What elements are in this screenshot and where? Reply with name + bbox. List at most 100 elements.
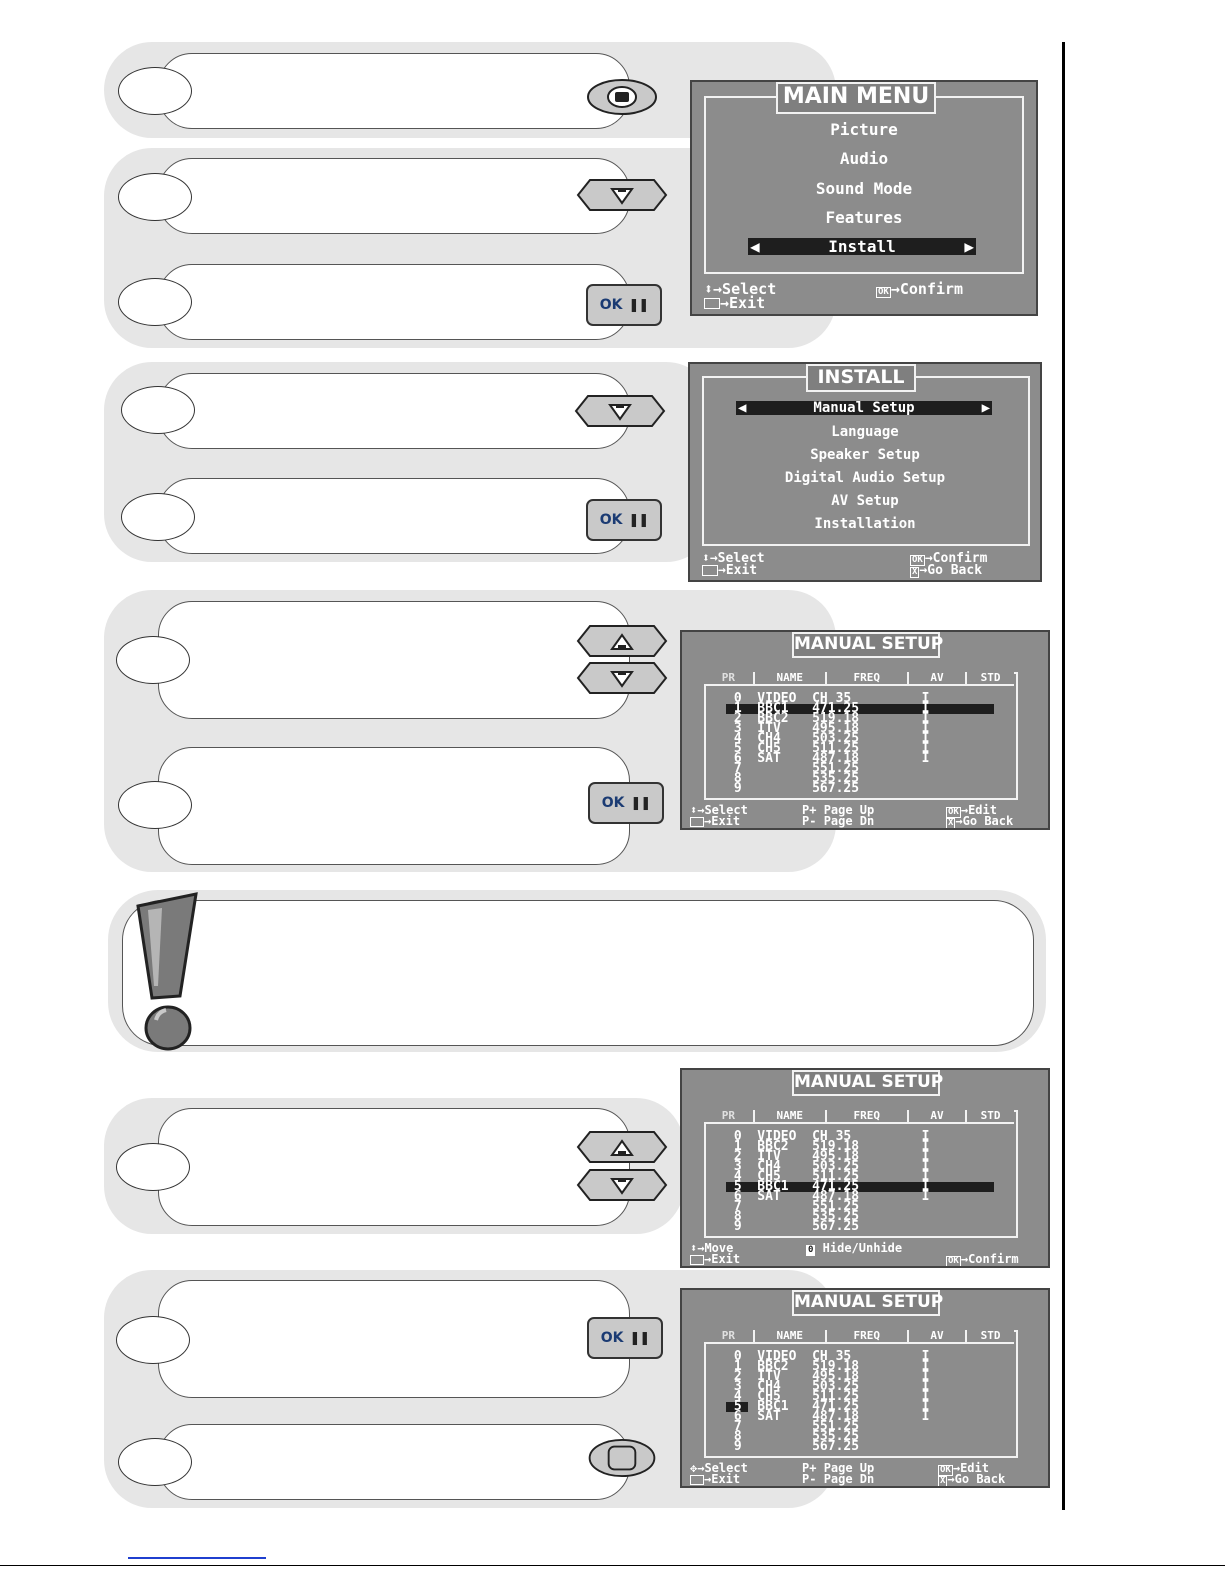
updown-icon: ⬍ — [690, 1241, 698, 1255]
col-av: AV — [909, 1110, 968, 1122]
table-row[interactable]: 9 567.25 — [726, 781, 860, 796]
table-row[interactable]: 0 VIDEO CH 35 I — [726, 691, 930, 706]
pr-highlight — [726, 1402, 748, 1412]
ok-key-icon: OK — [946, 1256, 961, 1266]
exit-key-icon — [690, 1474, 704, 1485]
step-number-8 — [116, 1143, 190, 1191]
ok-button[interactable]: OK❚❚ — [586, 499, 662, 541]
col-std: STD — [980, 1109, 1001, 1122]
table-row[interactable]: 3 CH4 503.25 I — [726, 1159, 930, 1174]
table-row[interactable]: 8 535.25 — [726, 1429, 860, 1444]
menu-item-features[interactable]: Features — [825, 208, 903, 227]
step-number-5 — [121, 493, 195, 541]
table-row[interactable]: 7 551.25 — [726, 761, 860, 776]
down-button-icon[interactable] — [576, 178, 668, 212]
ms1-footer-edit: OK→Edit — [946, 803, 997, 818]
ok-button[interactable]: OK❚❚ — [587, 1317, 663, 1359]
manual-setup-screen-2: MANUAL SETUP PR NAME FREQ AV STD 0 VIDEO… — [680, 1068, 1050, 1268]
col-freq: FREQ — [827, 1330, 909, 1342]
table-row[interactable]: 6 SAT 487.18 I — [726, 1409, 930, 1424]
table-row[interactable]: 7 551.25 — [726, 1199, 860, 1214]
ms3-footer-page-up: P+ Page Up — [802, 1461, 875, 1475]
up-button-icon[interactable] — [576, 1130, 668, 1164]
ok-button[interactable]: OK❚❚ — [586, 284, 662, 326]
table-row[interactable]: 4 CH4 503.25 I — [726, 731, 930, 746]
step-number-7 — [118, 781, 192, 829]
ms3-footer-edit: OK→Edit — [938, 1461, 989, 1476]
install-title: INSTALL — [806, 364, 916, 392]
install-item-speaker-setup[interactable]: Speaker Setup — [810, 447, 920, 463]
table-row[interactable]: 9 567.25 — [726, 1219, 860, 1234]
install-footer-confirm: OK→Confirm — [910, 551, 988, 566]
channel-table-body: 0 VIDEO CH 35 I 1 BBC2 519.18 I 2 ITV 49… — [726, 1129, 994, 1236]
channel-table-body: 0 VIDEO CH 35 I 1 BBC1 471.25 I 2 BBC2 5… — [726, 691, 994, 798]
table-row[interactable]: 2 ITV 495.18 I — [726, 1149, 930, 1164]
install-item-av-setup[interactable]: AV Setup — [831, 493, 899, 509]
table-row[interactable]: 9 567.25 — [726, 1439, 860, 1454]
footer-link-underline[interactable] — [128, 1557, 266, 1559]
ok-button[interactable]: OK ❚❚ — [588, 782, 664, 824]
down-button-icon[interactable] — [574, 394, 666, 428]
manual-setup-screen-1: MANUAL SETUP PR NAME FREQ AV STD 0 VIDEO… — [680, 630, 1050, 830]
updown-icon: ⬍ — [702, 551, 710, 566]
table-row[interactable]: 4 CH5 511.25 I — [726, 1389, 930, 1404]
table-row[interactable]: 3 ITV 495.18 I — [726, 721, 930, 736]
down-button-icon[interactable] — [576, 661, 668, 695]
ms3-footer-exit: →Exit — [690, 1473, 740, 1485]
up-button-icon[interactable] — [576, 624, 668, 658]
four-way-icon: ✥ — [690, 1461, 698, 1475]
table-row[interactable]: 5 CH5 511.25 I — [726, 741, 930, 756]
col-pr: PR — [704, 672, 755, 684]
channel-table-header: PR NAME FREQ AV STD — [704, 672, 1014, 686]
step-card-4 — [158, 373, 630, 449]
page-margin-rule — [1062, 42, 1065, 1510]
table-row[interactable]: 6 SAT 487.18 I — [726, 751, 930, 766]
down-button-icon[interactable] — [576, 1168, 668, 1202]
step-card-9 — [158, 1280, 630, 1398]
ms1-footer-select: ⬍→Select — [690, 803, 748, 817]
channel-table-body: 0 VIDEO CH 35 I 1 BBC2 519.18 I 2 ITV 49… — [726, 1349, 994, 1456]
table-row[interactable]: 4 CH5 511.25 I — [726, 1169, 930, 1184]
menu-item-picture[interactable]: Picture — [830, 120, 898, 139]
zero-key-icon: 0 — [806, 1245, 816, 1256]
ok-key-icon: OK — [876, 287, 891, 298]
exit-button-icon[interactable] — [586, 1438, 658, 1478]
install-item-language[interactable]: Language — [831, 424, 899, 440]
table-row[interactable]: 1 BBC1 471.25 I — [726, 702, 994, 715]
menu-item-install[interactable]: ◀ Install ▶ — [748, 238, 976, 255]
ok-key-icon: OK — [938, 1465, 953, 1476]
table-row[interactable]: 0 VIDEO CH 35 I — [726, 1349, 930, 1364]
step-number-10 — [118, 1438, 192, 1486]
table-row[interactable]: 1 BBC2 519.18 I — [726, 1359, 930, 1374]
manual-setup-title: MANUAL SETUP — [792, 1070, 943, 1096]
install-item-digital-audio-setup[interactable]: Digital Audio Setup — [784, 470, 946, 486]
table-row[interactable]: 0 VIDEO CH 35 I — [726, 1129, 930, 1144]
table-row[interactable]: 2 ITV 495.18 I — [726, 1369, 930, 1384]
step-card-5 — [158, 478, 630, 554]
step-card-3 — [158, 264, 630, 340]
menu-item-audio[interactable]: Audio — [839, 149, 889, 168]
install-item-manual-setup[interactable]: ◀ Manual Setup ▶ — [736, 400, 992, 416]
table-row[interactable]: 7 551.25 — [726, 1419, 860, 1434]
table-row[interactable]: 5 BBC1 471.25 I — [726, 1180, 994, 1193]
table-row[interactable]: 1 BBC2 519.18 I — [726, 1139, 930, 1154]
col-pr: PR — [704, 1330, 755, 1342]
table-row[interactable]: 2 BBC2 519.18 I — [726, 711, 930, 726]
ms1-footer-go-back: X→Go Back — [946, 814, 1014, 828]
pause-icon: ❚❚ — [630, 795, 651, 811]
table-row[interactable]: 8 535.25 — [726, 1209, 860, 1224]
table-row[interactable]: 5 BBC1 471.25 I — [726, 1399, 930, 1414]
exclamation-icon — [136, 892, 198, 1051]
install-item-installation[interactable]: Installation — [814, 516, 916, 532]
exit-key-icon — [704, 298, 720, 309]
menu-button-icon[interactable] — [586, 77, 658, 117]
step-card-2 — [158, 158, 630, 234]
table-row[interactable]: 3 CH4 503.25 I — [726, 1379, 930, 1394]
step-card-1 — [158, 53, 630, 129]
footer-rule — [0, 1565, 1225, 1566]
menu-item-sound-mode[interactable]: Sound Mode — [815, 179, 913, 198]
note-card — [122, 900, 1034, 1046]
table-row[interactable]: 6 SAT 487.18 I — [726, 1189, 930, 1204]
ok-label: OK — [601, 795, 625, 811]
table-row[interactable]: 8 535.25 — [726, 771, 860, 786]
